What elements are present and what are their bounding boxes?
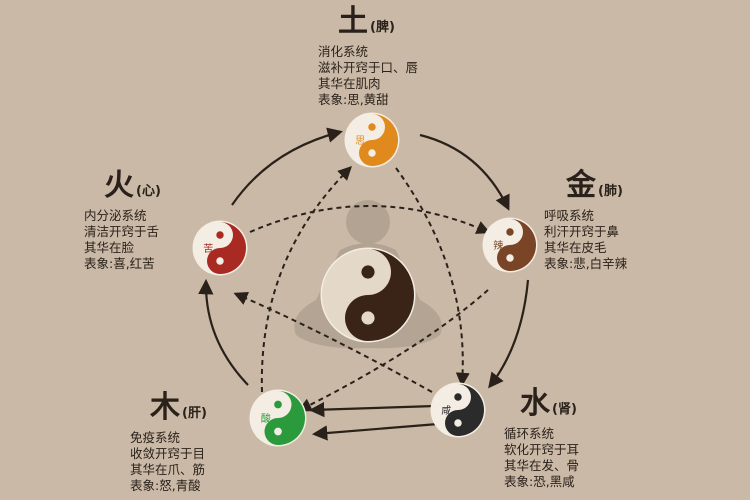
water-badge-icon: 咸 [430,382,486,438]
metal-name: 金 [566,168,596,203]
fire-line: 清洁开窍于舌 [84,224,160,239]
metal-line: 其华在皮毛 [544,240,607,255]
earth-line: 其华在肌肉 [318,76,381,91]
earth-organ: (脾) [370,20,395,35]
earth-line: 滋补开窍于口、唇 [318,60,419,75]
water-info: 水(肾) 循环系统 软化开窍于耳 其华在发、骨 表象:恐,黑咸 [504,388,579,490]
center-yin-yang-icon [320,247,416,343]
water-line: 循环系统 [504,426,555,441]
arrow-earth-to-water [395,167,470,387]
earth-badge-icon: 思 [344,112,400,168]
wood-badge-label: 酸 [261,412,271,425]
earth-name: 土 [338,4,368,39]
wood-line: 收敛开窍于目 [130,446,206,461]
water-badge-label: 咸 [441,405,451,417]
wood-info: 木(肝) 免疫系统 收敛开窍于目 其华在爪、筋 表象:怒,青酸 [130,392,207,494]
wood-line: 表象:怒,青酸 [130,478,201,493]
metal-organ: (肺) [598,184,623,199]
arrow-metal-to-wood [297,289,489,412]
wood-badge-icon: 酸 [249,389,307,447]
wood-organ: (肝) [182,406,207,421]
fire-title: 火(心) [104,170,161,208]
metal-line: 利汗开窍于鼻 [544,224,620,239]
metal-line: 表象:悲,白辛辣 [544,256,628,271]
earth-badge-label: 思 [355,135,365,147]
earth-line: 表象:思,黄甜 [318,92,389,107]
water-title: 水(肾) [520,388,579,426]
wood-title: 木(肝) [150,392,207,430]
water-line: 软化开窍于耳 [504,442,580,457]
water-line: 其华在发、骨 [504,458,580,473]
water-name: 水 [520,386,550,421]
controlling-cycle-arrows [233,166,491,412]
wood-line: 其华在爪、筋 [130,462,206,477]
fire-organ: (心) [136,184,161,199]
arrow-metal-to-water [488,279,530,389]
arrow-fire-to-earth [231,127,343,206]
arrow-wood-to-fire [198,278,249,386]
arrow-water-to-fire [233,291,433,393]
arrow-water-to-wood-2 [311,422,439,441]
arrow-water-to-wood-1 [308,401,436,418]
metal-line: 呼吸系统 [544,208,595,223]
fire-line: 其华在脸 [84,240,135,255]
water-organ: (肾) [552,402,577,417]
arrow-earth-to-metal [419,133,510,211]
generating-cycle-arrows [198,127,530,441]
fire-line: 内分泌系统 [84,208,147,223]
metal-badge-icon: 辣 [482,217,538,273]
fire-badge-label: 苦 [203,242,213,255]
fire-info: 火(心) 内分泌系统 清洁开窍于舌 其华在脸 表象:喜,红苦 [84,170,161,272]
metal-title: 金(肺) [566,170,627,208]
fire-badge-icon: 苦 [192,220,248,276]
earth-title: 土(脾) [338,6,418,44]
fire-name: 火 [104,168,134,203]
wood-line: 免疫系统 [130,430,181,445]
fire-line: 表象:喜,红苦 [84,256,155,271]
earth-line: 消化系统 [318,44,369,59]
wood-name: 木 [150,390,180,425]
metal-badge-label: 辣 [493,239,503,252]
water-line: 表象:恐,黑咸 [504,474,575,489]
earth-info: 土(脾) 消化系统 滋补开窍于口、唇 其华在肌肉 表象:思,黄甜 [318,6,418,108]
metal-info: 金(肺) 呼吸系统 利汗开窍于鼻 其华在皮毛 表象:悲,白辛辣 [544,170,627,272]
